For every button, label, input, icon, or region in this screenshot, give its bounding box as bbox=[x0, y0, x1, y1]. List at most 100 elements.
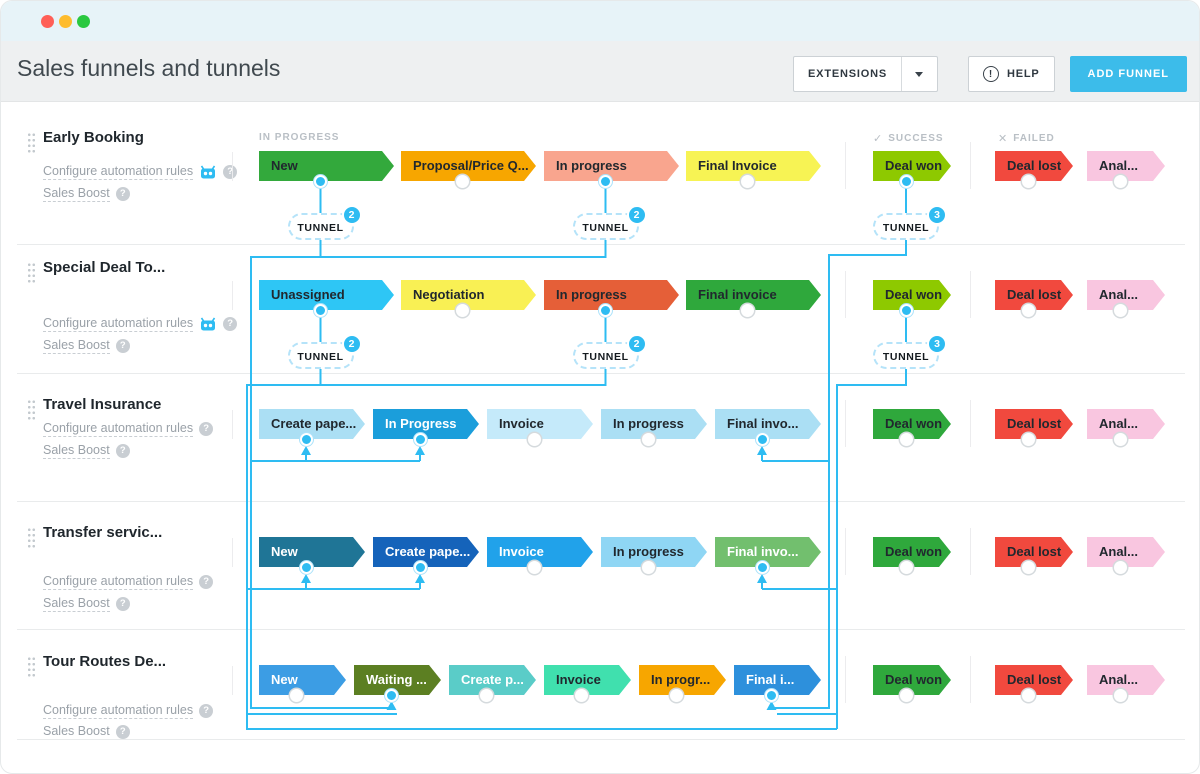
stage-chip[interactable]: Deal won bbox=[873, 665, 951, 695]
stage-connector-dot[interactable] bbox=[899, 560, 913, 574]
drag-handle[interactable] bbox=[27, 262, 36, 283]
stage-connector-dot[interactable] bbox=[527, 432, 541, 446]
stage-connector-dot[interactable] bbox=[1113, 432, 1127, 446]
stage-connector-dot[interactable] bbox=[755, 560, 769, 574]
stage-chip[interactable]: Unassigned bbox=[259, 280, 394, 310]
stage-connector-dot[interactable] bbox=[899, 303, 913, 317]
stage-chip[interactable]: Deal lost bbox=[995, 665, 1073, 695]
stage-connector-dot[interactable] bbox=[1021, 432, 1035, 446]
stage-connector-dot[interactable] bbox=[456, 303, 469, 317]
configure-automation-link[interactable]: Configure automation rules? bbox=[43, 574, 214, 590]
stage-chip[interactable]: Negotiation bbox=[401, 280, 536, 310]
stage-connector-dot[interactable] bbox=[314, 303, 327, 317]
stage-connector-dot[interactable] bbox=[741, 174, 754, 188]
stage-chip[interactable]: Deal won bbox=[873, 409, 951, 439]
configure-automation-link[interactable]: Configure automation rules? bbox=[43, 164, 238, 180]
maximize-window-button[interactable] bbox=[77, 15, 90, 28]
stage-chip[interactable]: Anal... bbox=[1087, 409, 1165, 439]
question-circle-icon[interactable]: ? bbox=[199, 704, 214, 718]
stage-connector-dot[interactable] bbox=[899, 174, 913, 188]
stage-connector-dot[interactable] bbox=[1113, 560, 1127, 574]
stage-connector-dot[interactable] bbox=[641, 432, 655, 446]
close-window-button[interactable] bbox=[41, 15, 54, 28]
stage-chip[interactable]: Final invo... bbox=[715, 409, 821, 439]
stage-connector-dot[interactable] bbox=[670, 688, 683, 702]
stage-connector-dot[interactable] bbox=[599, 174, 612, 188]
configure-automation-link[interactable]: Configure automation rules? bbox=[43, 421, 214, 437]
question-circle-icon[interactable]: ? bbox=[115, 444, 130, 458]
question-circle-icon[interactable]: ? bbox=[223, 165, 238, 179]
stage-chip[interactable]: Final Invoice bbox=[686, 151, 821, 181]
sales-boost-link[interactable]: Sales Boost? bbox=[43, 596, 130, 612]
stage-chip[interactable]: Deal lost bbox=[995, 151, 1073, 181]
stage-chip[interactable]: Create p... bbox=[449, 665, 536, 695]
add-funnel-button[interactable]: ADD FUNNEL bbox=[1069, 56, 1187, 92]
stage-chip[interactable]: In progress bbox=[601, 409, 707, 439]
sales-boost-label[interactable]: Sales Boost bbox=[43, 186, 110, 202]
drag-handle[interactable] bbox=[27, 132, 36, 153]
stage-chip[interactable]: Invoice bbox=[487, 409, 593, 439]
stage-chip[interactable]: In progress bbox=[544, 151, 679, 181]
stage-connector-dot[interactable] bbox=[1113, 303, 1127, 317]
stage-chip[interactable]: Waiting ... bbox=[354, 665, 441, 695]
stage-chip[interactable]: Proposal/Price Q... bbox=[401, 151, 536, 181]
stage-connector-dot[interactable] bbox=[641, 560, 655, 574]
configure-automation-label[interactable]: Configure automation rules bbox=[43, 421, 194, 437]
question-circle-icon[interactable]: ? bbox=[199, 422, 214, 436]
stage-chip[interactable]: Deal won bbox=[873, 280, 951, 310]
question-circle-icon[interactable]: ? bbox=[223, 317, 238, 331]
stage-connector-dot[interactable] bbox=[314, 174, 327, 188]
question-circle-icon[interactable]: ? bbox=[115, 339, 130, 353]
question-circle-icon[interactable]: ? bbox=[115, 597, 130, 611]
caret-down-icon[interactable] bbox=[914, 71, 923, 77]
question-circle-icon[interactable]: ? bbox=[199, 575, 214, 589]
stage-chip[interactable]: Anal... bbox=[1087, 537, 1165, 567]
stage-connector-dot[interactable] bbox=[1021, 303, 1035, 317]
stage-connector-dot[interactable] bbox=[755, 432, 769, 446]
stage-chip[interactable]: Invoice bbox=[544, 665, 631, 695]
sales-boost-label[interactable]: Sales Boost bbox=[43, 443, 110, 459]
stage-connector-dot[interactable] bbox=[765, 688, 778, 702]
stage-connector-dot[interactable] bbox=[1113, 174, 1127, 188]
stage-connector-dot[interactable] bbox=[899, 688, 913, 702]
configure-automation-link[interactable]: Configure automation rules? bbox=[43, 316, 238, 332]
stage-chip[interactable]: In progress bbox=[601, 537, 707, 567]
stage-chip[interactable]: Deal lost bbox=[995, 280, 1073, 310]
stage-connector-dot[interactable] bbox=[1113, 688, 1127, 702]
stage-connector-dot[interactable] bbox=[527, 560, 541, 574]
stage-chip[interactable]: Create pape... bbox=[259, 409, 365, 439]
stage-chip[interactable]: Anal... bbox=[1087, 151, 1165, 181]
configure-automation-link[interactable]: Configure automation rules? bbox=[43, 703, 214, 719]
stage-chip[interactable]: Deal won bbox=[873, 151, 951, 181]
stage-chip[interactable]: Final invo... bbox=[715, 537, 821, 567]
stage-connector-dot[interactable] bbox=[413, 432, 427, 446]
stage-connector-dot[interactable] bbox=[299, 560, 313, 574]
help-button[interactable]: ! HELP bbox=[967, 56, 1055, 92]
stage-connector-dot[interactable] bbox=[456, 174, 469, 188]
question-circle-icon[interactable]: ? bbox=[115, 187, 130, 201]
sales-boost-label[interactable]: Sales Boost bbox=[43, 724, 110, 740]
stage-connector-dot[interactable] bbox=[599, 303, 612, 317]
configure-automation-label[interactable]: Configure automation rules bbox=[43, 316, 194, 332]
stage-connector-dot[interactable] bbox=[290, 688, 303, 702]
stage-chip[interactable]: New bbox=[259, 537, 365, 567]
stage-chip[interactable]: Deal lost bbox=[995, 409, 1073, 439]
stage-connector-dot[interactable] bbox=[575, 688, 588, 702]
sales-boost-link[interactable]: Sales Boost? bbox=[43, 186, 130, 202]
configure-automation-label[interactable]: Configure automation rules bbox=[43, 574, 194, 590]
drag-handle[interactable] bbox=[27, 527, 36, 548]
minimize-window-button[interactable] bbox=[59, 15, 72, 28]
stage-chip[interactable]: In progr... bbox=[639, 665, 726, 695]
configure-automation-label[interactable]: Configure automation rules bbox=[43, 703, 194, 719]
stage-chip[interactable]: In progress bbox=[544, 280, 679, 310]
question-circle-icon[interactable]: ? bbox=[115, 725, 130, 739]
stage-connector-dot[interactable] bbox=[1021, 560, 1035, 574]
stage-chip[interactable]: Deal lost bbox=[995, 537, 1073, 567]
sales-boost-link[interactable]: Sales Boost? bbox=[43, 443, 130, 459]
drag-handle[interactable] bbox=[27, 656, 36, 677]
stage-connector-dot[interactable] bbox=[899, 432, 913, 446]
